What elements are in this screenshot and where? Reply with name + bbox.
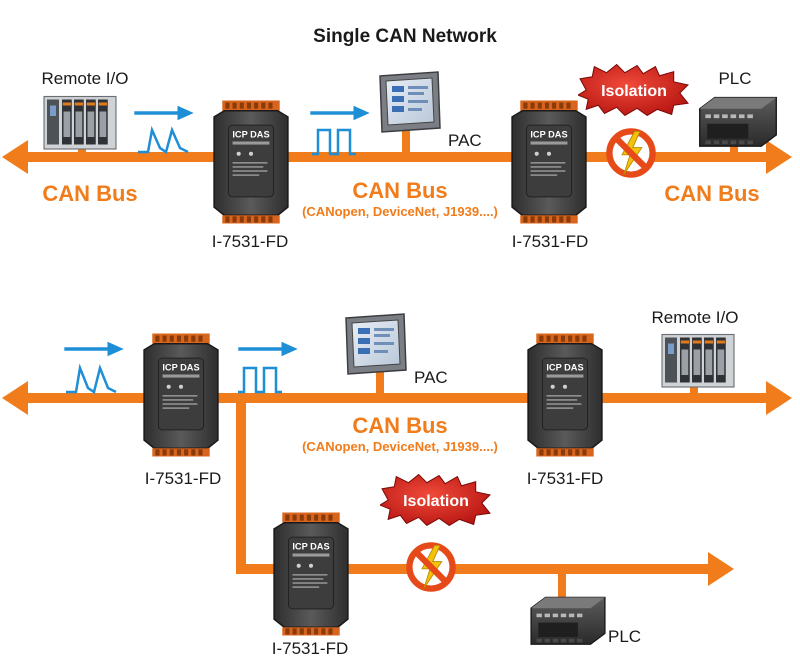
top-bus-center-label: CAN Bus (352, 178, 447, 203)
diagram-title: Single CAN Network (313, 26, 497, 47)
bottom-signal-arrow-1 (62, 340, 126, 358)
bottom-converter-1 (143, 333, 219, 457)
top-network: Remote I/O I-7531-FD PAC I-7531-FD Isola… (2, 64, 792, 251)
bottom-pac-device (345, 313, 407, 375)
top-bus-right-label: CAN Bus (664, 181, 759, 206)
top-remote-io-label: Remote I/O (42, 69, 129, 88)
top-remote-io-device (43, 95, 117, 150)
top-can-bus-line (2, 128, 792, 174)
bottom-pac-label: PAC (414, 368, 448, 387)
bottom-converter-2 (527, 333, 603, 457)
top-converter-1-label: I-7531-FD (212, 232, 289, 251)
bottom-network: I-7531-FD PAC I-7531-FD Remote I/O CAN B… (2, 308, 792, 658)
bottom-can-bus-line (2, 370, 792, 598)
top-bus-center-sublabel: (CANopen, DeviceNet, J1939....) (302, 204, 498, 219)
bottom-remote-io-device (661, 333, 735, 388)
top-pac-label: PAC (448, 131, 482, 150)
bottom-converter-3-label: I-7531-FD (272, 639, 349, 658)
no-surge-icon (609, 131, 652, 174)
bottom-signal-wave-2 (238, 366, 282, 394)
bottom-plc-label: PLC (608, 627, 641, 646)
bottom-signal-arrow-2 (236, 340, 300, 358)
bottom-plc-device (530, 596, 606, 645)
bottom-signal-wave-1 (66, 363, 117, 395)
bottom-bus-center-label: CAN Bus (352, 413, 447, 438)
bottom-no-surge-icon (409, 545, 452, 588)
top-pac-device (379, 71, 441, 133)
top-bus-left-label: CAN Bus (42, 181, 137, 206)
bottom-converter-2-label: I-7531-FD (527, 469, 604, 488)
top-signal-arrow-2 (308, 104, 372, 122)
top-converter-1 (213, 100, 289, 224)
top-plc-device (699, 96, 777, 147)
bottom-converter-3 (273, 512, 349, 636)
bottom-remote-io-label: Remote I/O (652, 308, 739, 327)
top-signal-arrow-1 (132, 104, 196, 122)
top-converter-2-label: I-7531-FD (512, 232, 589, 251)
bottom-converter-1-label: I-7531-FD (145, 469, 222, 488)
top-signal-wave-1 (138, 125, 189, 155)
bottom-bus-center-sublabel: (CANopen, DeviceNet, J1939....) (302, 439, 498, 454)
top-converter-2 (511, 100, 587, 224)
top-signal-wave-2 (312, 128, 356, 156)
top-isolation-label: Isolation (601, 83, 667, 100)
bottom-isolation-label: Isolation (403, 493, 469, 510)
top-plc-label: PLC (718, 69, 751, 88)
